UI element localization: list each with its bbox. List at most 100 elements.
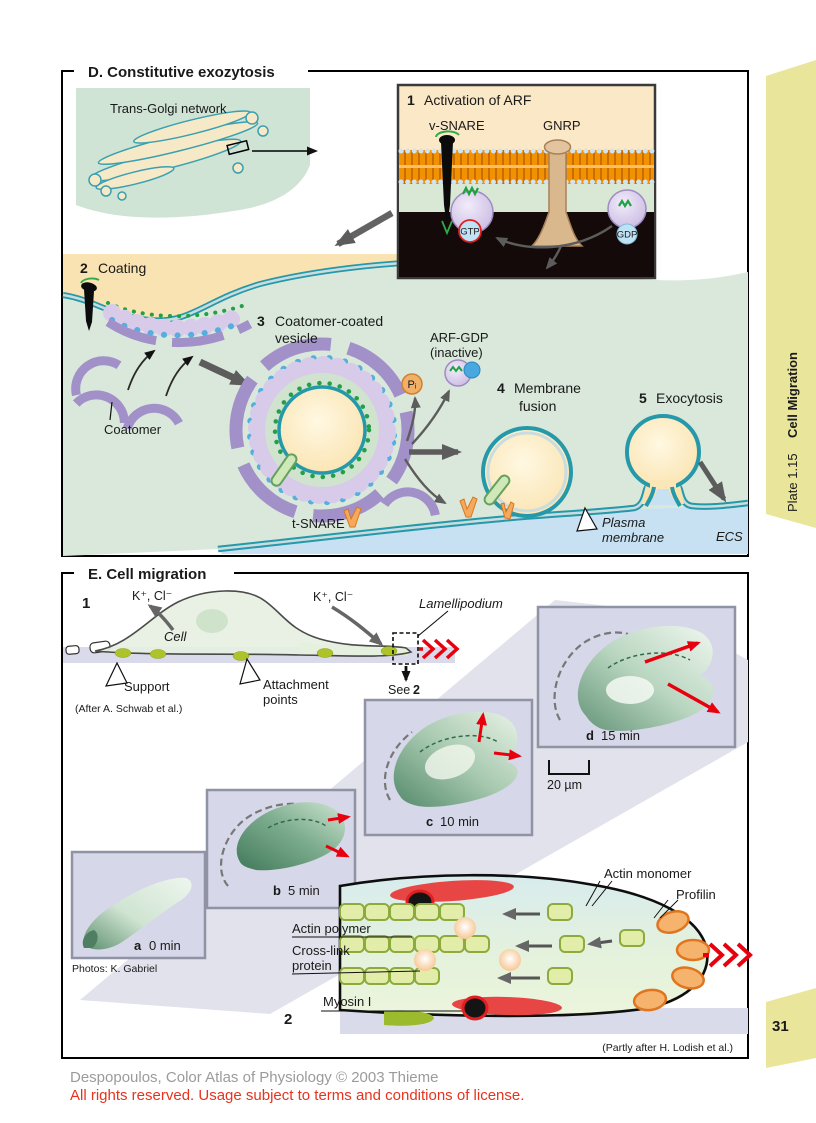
step3-label-line2: vesicle [275, 330, 318, 346]
leading-edge-diagram [291, 873, 753, 1034]
step3-number: 3 [257, 313, 265, 329]
attachment-label-line1: Attachment [263, 677, 329, 692]
panel-e-number1: 1 [82, 595, 90, 612]
panel-e-title: E. Cell migration [88, 566, 206, 583]
footer-credit-line: Despopoulos, Color Atlas of Physiology ©… [70, 1069, 438, 1086]
panel-d: Pᵢ GT [61, 62, 749, 557]
secretion-arrow [697, 460, 727, 503]
cell-image-b [236, 802, 345, 871]
sidebar-title-label: Cell Migration [785, 352, 800, 438]
t-snare-label: t-SNARE [292, 516, 345, 531]
step4-label-line2: fusion [519, 398, 556, 414]
crosslink-proteins [414, 917, 521, 971]
page-number-tab: 31 [766, 988, 816, 1068]
gnrp-exchange-arrow [495, 225, 613, 249]
pi-label: Pᵢ [407, 379, 416, 391]
micrograph-a-letter: a [134, 938, 142, 953]
cytosol-region [63, 262, 748, 556]
t-snare-fork [500, 501, 515, 520]
panel-e-number2: 2 [284, 1011, 292, 1028]
pi-particle: Pᵢ [401, 373, 423, 395]
micrograph-c-letter: c [426, 814, 433, 829]
budding-coat [103, 301, 253, 348]
inset-to-coating-arrow [334, 210, 394, 247]
coatomer-arcs [66, 351, 194, 429]
step5-number: 5 [639, 390, 647, 406]
panel-e: 1 K⁺, Cl⁻ Cell K⁺, Cl⁻ Lamellipodium Sup… [61, 564, 753, 1059]
kcl-left-label: K⁺, Cl⁻ [132, 589, 172, 603]
sidebar-plate-label: Plate 1.15 [785, 453, 800, 512]
see2-label: See [388, 683, 410, 697]
kcl-right-label: K⁺, Cl⁻ [313, 590, 353, 604]
lamellipodium-zoom-box [392, 632, 419, 665]
profilin-particles [632, 910, 711, 1012]
micrograph-a: a 0 min [70, 850, 207, 960]
sidebar-tab: Plate 1.15 Cell Migration [766, 60, 816, 528]
page-number: 31 [772, 1018, 789, 1035]
myosin-bottom [452, 995, 562, 1021]
diagram2-pointers [291, 880, 679, 1012]
cell-image-d [577, 625, 714, 731]
cell-outline [94, 590, 413, 657]
step2-number: 2 [80, 260, 88, 276]
migration-direction-arrows [419, 638, 460, 660]
v-snare-green-rod [483, 474, 511, 506]
gnrp-protein [530, 139, 584, 247]
protrusion-direction-arrows [703, 942, 753, 968]
monomer-addition-arrows [497, 908, 613, 984]
inset-v-snare-pin [435, 130, 460, 236]
credit-lodish: (Partly after H. Lodish et al.) [602, 1042, 733, 1054]
bud-to-vesicle-arrow [198, 358, 251, 388]
scale-bar [548, 760, 590, 775]
attachment-pointer [239, 657, 261, 685]
coatomer-label: Coatomer [104, 422, 162, 437]
myosin-label: Myosin I [323, 994, 371, 1009]
arf-gdp-particle [444, 359, 481, 387]
golgi-zoom-box [226, 139, 250, 156]
arf-gdp-label-line1: ARF-GDP [430, 330, 489, 345]
micrograph-b-time: 5 min [288, 883, 320, 898]
v-snare-label: v-SNARE [429, 118, 485, 133]
lamellipodium-pointer [417, 610, 449, 637]
step4-number: 4 [497, 380, 505, 396]
plasma-membrane [217, 477, 749, 553]
ion-efflux-arrow-right [331, 605, 384, 646]
support-pointer [104, 661, 128, 687]
micrograph-a-time: 0 min [149, 938, 181, 953]
footer-license-line: All rights reserved. Usage subject to te… [70, 1087, 524, 1104]
plasma-label-line1: Plasma [602, 515, 645, 530]
cell-nucleus [196, 609, 228, 633]
step4-label-line1: Membrane [514, 380, 581, 396]
previous-outline-b [220, 802, 311, 887]
micrograph-d-time: 15 min [601, 728, 640, 743]
inset-title: Activation of ARF [424, 92, 531, 108]
micrograph-d-letter: d [586, 728, 594, 743]
panel-e-title-gap [74, 564, 234, 581]
ecs-label: ECS [716, 529, 743, 544]
cell-label: Cell [164, 629, 188, 644]
plasma-label-line2: membrane [602, 530, 664, 545]
olive-base [384, 1010, 434, 1026]
attachment-label-line2: points [263, 692, 298, 707]
vesicle-uncoating-arrows [403, 389, 462, 505]
lamellipodium-label: Lamellipodium [419, 596, 503, 611]
t-snare-forks [343, 496, 478, 528]
step2-label: Coating [98, 260, 146, 276]
gdp-label: GDP [617, 230, 638, 241]
actin-polymer-label: Actin polymer [292, 921, 371, 936]
cell-image-a [83, 877, 192, 950]
arf-gdp-label-line2: (inactive) [430, 345, 483, 360]
actin-monomer-label: Actin monomer [604, 866, 692, 881]
inset-arf-gdp-particle: GDP [607, 189, 647, 245]
step5-label: Exocytosis [656, 390, 723, 406]
credit-schwab: (After A. Schwab et al.) [75, 703, 182, 715]
micrograph-c-time: 10 min [440, 814, 479, 829]
membrane-fusion-vesicle [481, 426, 573, 520]
ecs-region [218, 505, 748, 554]
arf-gtp-particle: GTP [450, 185, 494, 243]
crosslink-label-line2: protein [292, 958, 332, 973]
exocytosis-vesicle [625, 414, 727, 507]
profilin-label: Profilin [676, 887, 716, 902]
footer: Despopoulos, Color Atlas of Physiology ©… [70, 1069, 524, 1104]
